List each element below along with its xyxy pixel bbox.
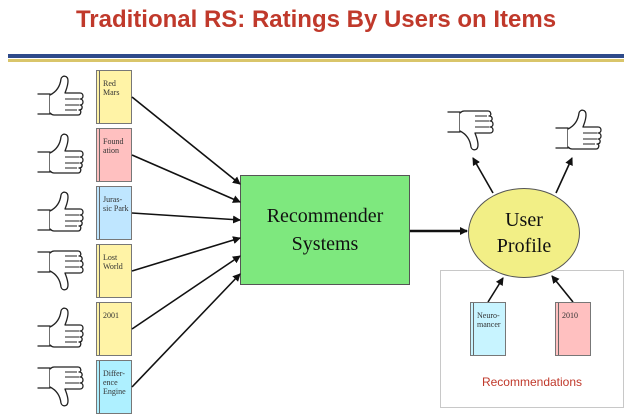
item-to-recommender-arrow: [131, 154, 241, 203]
item-book: Red Mars: [96, 70, 132, 124]
thumb-down-icon: [447, 110, 494, 151]
thumb-up-icon: [555, 109, 602, 150]
thumb-up-icon: [37, 191, 84, 232]
title-rule-accent: [8, 59, 624, 62]
thumb-up-icon: [37, 75, 84, 116]
thumb-down-icon: [37, 366, 84, 407]
profile-to-rating-arrow: [472, 157, 494, 194]
thumb-down-icon: [37, 250, 84, 291]
recommended-book: 2010: [555, 302, 591, 356]
recommender-label-line2: Systems: [291, 233, 359, 255]
item-to-recommender-arrow: [131, 255, 241, 330]
recommendation-to-profile-arrow: [551, 275, 574, 303]
item-book: Differ- ence Engine: [96, 360, 132, 414]
profile-label-line1: User: [505, 209, 543, 231]
recommendations-label: Recommendations: [481, 375, 583, 389]
slide-title: Traditional RS: Ratings By Users on Item…: [75, 6, 557, 33]
profile-to-rating-arrow: [555, 157, 573, 194]
item-book: 2001: [96, 302, 132, 356]
item-to-recommender-arrow: [131, 273, 241, 388]
item-to-recommender-arrow: [131, 96, 241, 185]
item-book: Found ation: [96, 128, 132, 182]
item-book: Juras- sic Park: [96, 186, 132, 240]
item-to-recommender-arrow: [131, 212, 241, 224]
item-to-recommender-arrow: [131, 236, 241, 272]
item-book: Lost World: [96, 244, 132, 298]
thumb-up-icon: [37, 307, 84, 348]
thumb-up-icon: [37, 133, 84, 174]
title-rule: [8, 54, 624, 58]
recommended-book: Neuro- mancer: [470, 302, 506, 356]
recommendation-to-profile-arrow: [487, 277, 504, 303]
user-profile-ellipse: User Profile: [468, 188, 580, 278]
profile-label-line2: Profile: [496, 235, 552, 257]
recommender-systems-box: Recommender Systems: [240, 175, 410, 285]
recommender-label-line1: Recommender: [266, 205, 384, 227]
